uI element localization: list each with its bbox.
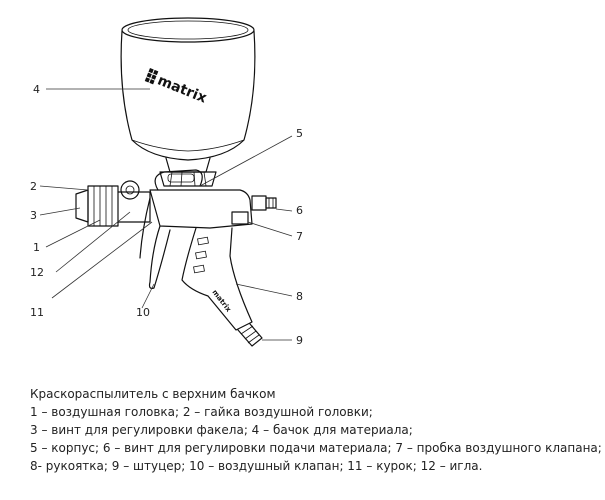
handle-logo-text: matrix [210, 288, 232, 314]
rear-adjusters [231, 195, 277, 225]
spray-gun-diagram: matrix [30, 17, 303, 347]
callout-9: 9 [296, 334, 303, 347]
handle: matrix [181, 227, 253, 331]
callout-1: 1 [33, 241, 40, 254]
matrix-logo-text: matrix [155, 72, 209, 106]
caption-title: Краскораспылитель с верхним бачком [30, 387, 276, 401]
gun-body [149, 169, 253, 229]
callout-3: 3 [30, 209, 37, 222]
leader-lines [39, 88, 293, 341]
callout-2: 2 [30, 180, 37, 193]
trigger [139, 197, 171, 289]
caption-line: 3 – винт для регулировки факела; 4 – бач… [30, 423, 413, 437]
caption-line: 8- рукоятка; 9 – штуцер; 10 – воздушный … [30, 459, 483, 473]
cup-neck [159, 157, 217, 187]
callout-8: 8 [296, 290, 303, 303]
air-head [75, 180, 151, 227]
callout-11: 11 [30, 306, 44, 319]
callout-10: 10 [136, 306, 150, 319]
callout-5: 5 [296, 127, 303, 140]
caption-line: 1 – воздушная головка; 2 – гайка воздушн… [30, 405, 373, 419]
callout-4: 4 [33, 83, 40, 96]
diagram-caption: Краскораспылитель с верхним бачком 1 – в… [30, 385, 602, 475]
callout-7: 7 [296, 230, 303, 243]
caption-line: 5 – корпус; 6 – винт для регулировки под… [30, 441, 602, 455]
callout-12: 12 [30, 266, 44, 279]
air-fitting [237, 323, 263, 347]
matrix-logo: matrix [144, 68, 209, 107]
callout-6: 6 [296, 204, 303, 217]
